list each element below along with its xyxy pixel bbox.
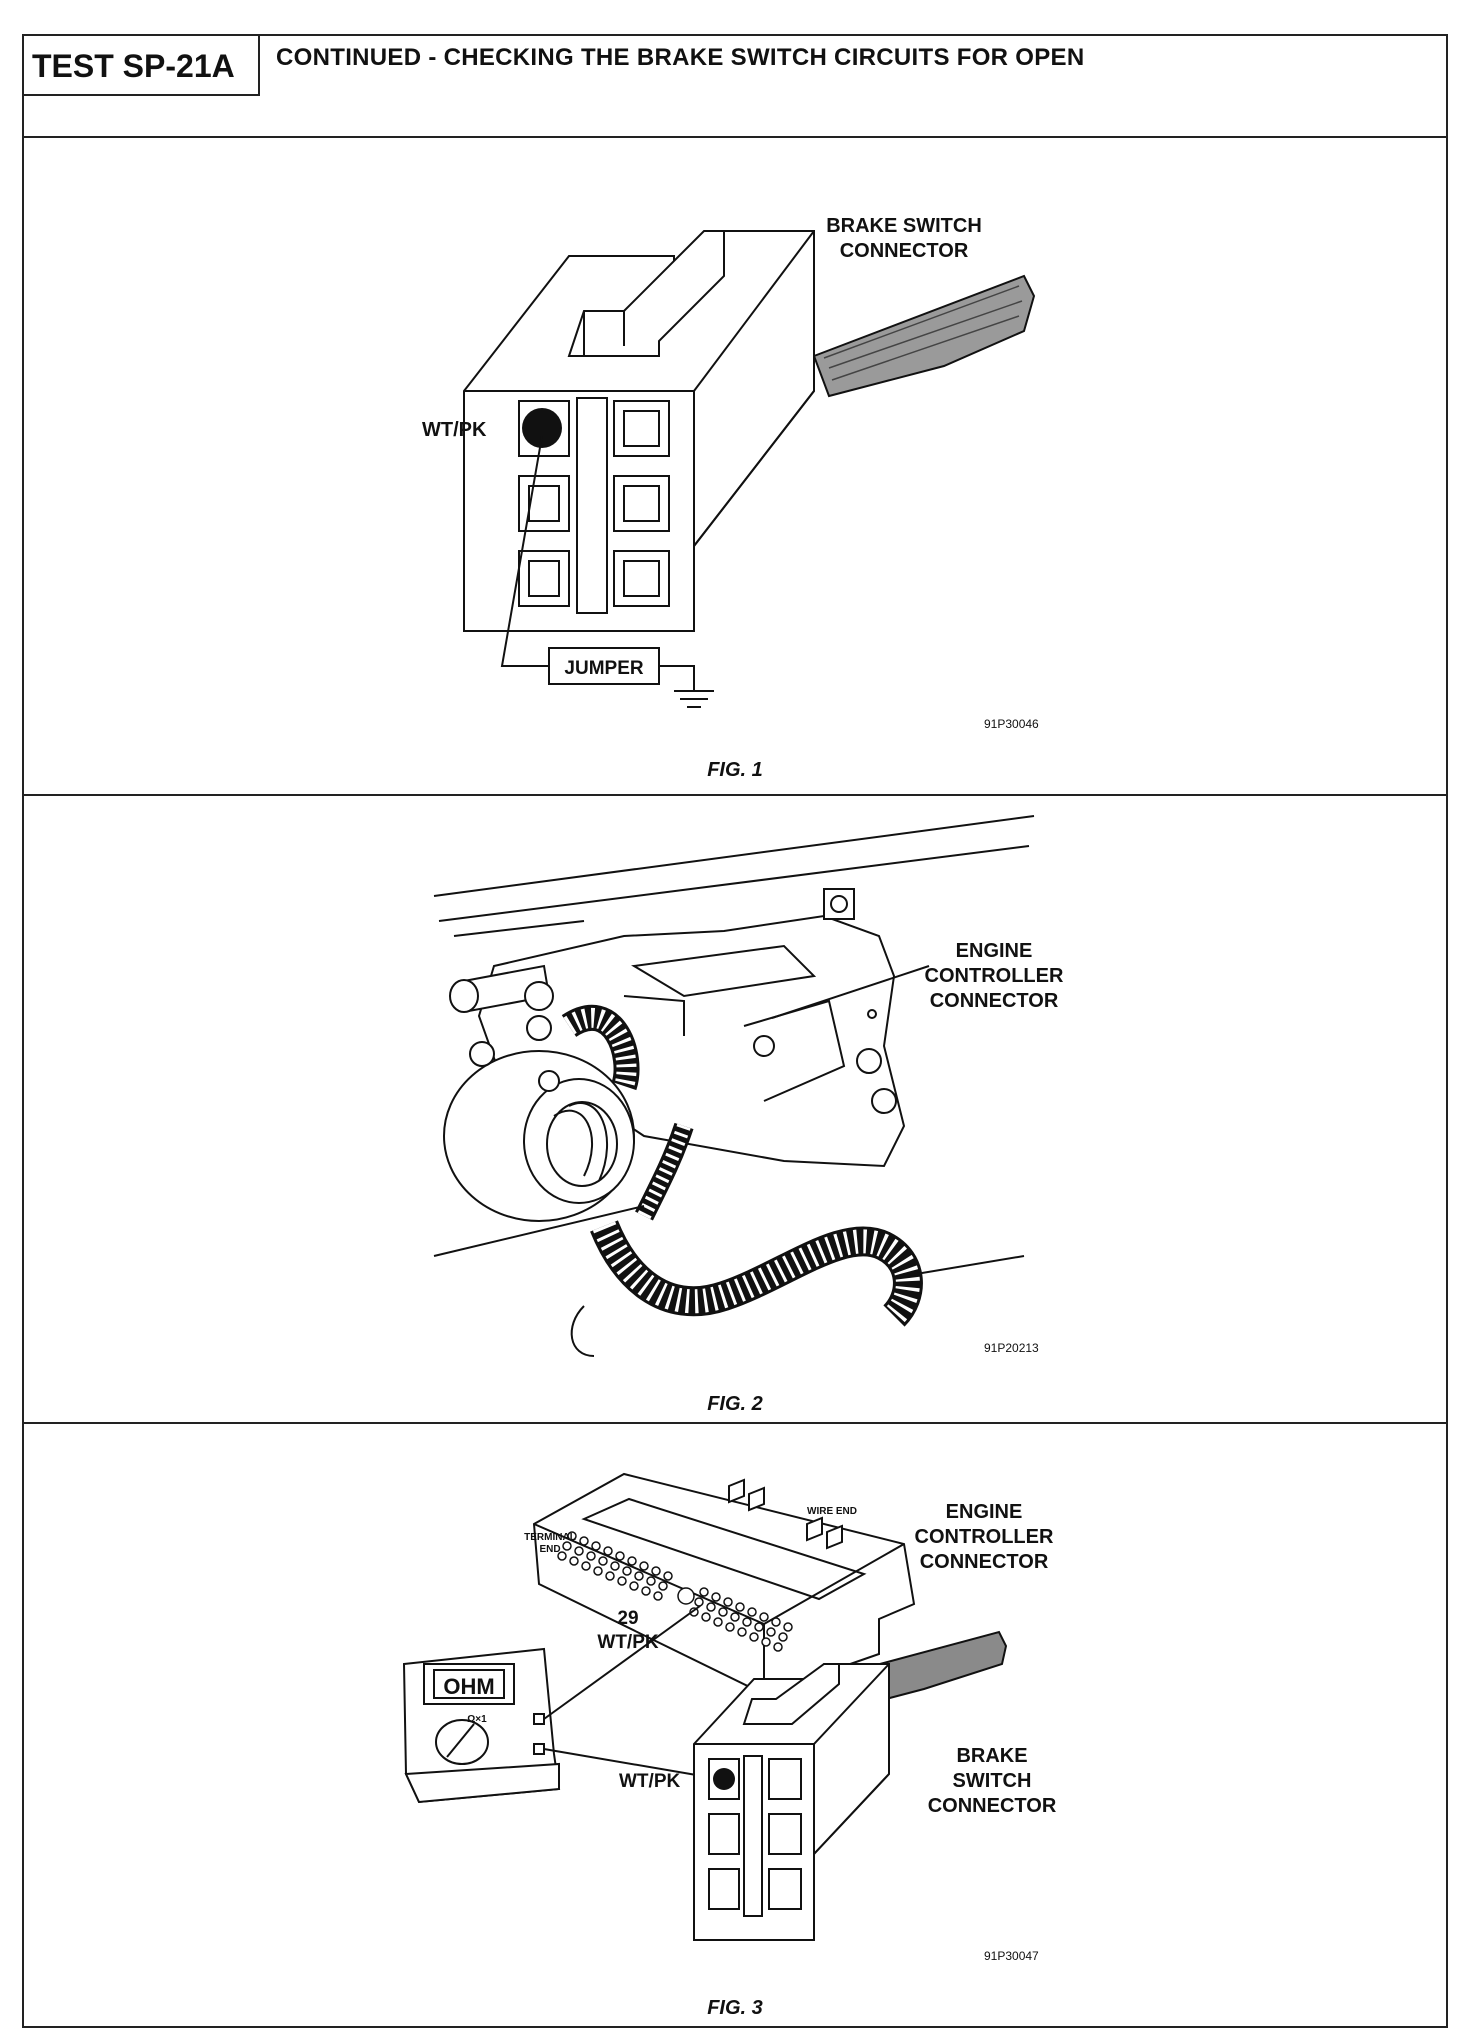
wt-pk-terminal [713,1768,735,1790]
test-id: TEST SP-21A [24,36,260,96]
brake-switch-label-2: SWITCH [953,1770,1032,1792]
connector-cavities [518,397,670,614]
brake-switch-label-3: CONNECTOR [928,1795,1057,1817]
meter-selector-dial [435,1719,489,1765]
wire-harness [878,1630,1008,1701]
meter-display-text: OHM [443,1674,494,1699]
terminal-end-label-1: TERMINAL [524,1532,576,1543]
engine-controller-connector [532,1472,916,1696]
probe-lead-1 [543,1605,701,1720]
figure-3-illustration: TERMINAL END WIRE END ENGINE CONTROLLER … [402,1472,1057,2019]
wire-harness [812,274,1036,398]
jumper-wire [500,435,549,667]
figure-2-panel: ENGINE CONTROLLER CONNECTOR 91P20213 FIG… [24,796,1446,1424]
meter-jack-1 [533,1713,545,1725]
test-title: CONTINUED - CHECKING THE BRAKE SWITCH CI… [276,44,1085,71]
wire-color-label: WT/PK [422,419,487,441]
ground-symbol [674,690,714,708]
figure-caption: FIG. 3 [707,1997,763,2019]
figure-code: 91P30047 [984,1949,1039,1963]
figure-3-panel: TERMINAL END WIRE END ENGINE CONTROLLER … [24,1424,1446,2028]
wire-harness [590,1220,923,1327]
meter-jack-2 [533,1743,545,1755]
terminal-end-label-2: END [539,1544,560,1555]
figure-2-illustration: ENGINE CONTROLLER CONNECTOR 91P20213 FIG… [433,815,1064,1415]
brake-switch-label-1: BRAKE SWITCH [826,215,982,237]
figure-code: 91P20213 [984,1341,1039,1355]
figure-1-panel: BRAKE SWITCH CONNECTOR WT/PK JUMPER 91P3… [24,136,1446,796]
figure-code: 91P30046 [984,717,1039,731]
engine-controller-label-1: ENGINE [946,1501,1023,1523]
brake-switch-label-2: CONNECTOR [840,240,969,262]
figure-1-illustration: BRAKE SWITCH CONNECTOR WT/PK JUMPER 91P3… [422,215,1039,781]
brake-switch-label-1: BRAKE [956,1745,1027,1767]
engine-controller-label-2: CONTROLLER [925,965,1064,987]
engine-controller-label-3: CONNECTOR [930,990,1059,1012]
brake-switch-wire-label: WT/PK [619,1771,680,1792]
pin-number-label: 29 [617,1608,638,1629]
engine-controller-label-1: ENGINE [956,940,1033,962]
meter-range-label: Ω×1 [467,1714,487,1725]
engine-controller-label-2: CONTROLLER [915,1526,1054,1548]
page-frame: TEST SP-21A CONTINUED - CHECKING THE BRA… [22,34,1448,2028]
jumper-label: JUMPER [564,658,643,679]
probe-lead-2 [543,1748,709,1778]
wire-end-label: WIRE END [807,1506,857,1517]
pin-wire-label: WT/PK [597,1632,658,1653]
jumper-box [548,647,660,685]
engine-controller-label-3: CONNECTOR [920,1551,1049,1573]
figure-caption: FIG. 2 [707,1393,763,1415]
wt-pk-terminal [522,408,562,448]
test-header: TEST SP-21A CONTINUED - CHECKING THE BRA… [24,36,1446,138]
connector-pins [557,1531,793,1652]
figure-caption: FIG. 1 [707,759,763,781]
